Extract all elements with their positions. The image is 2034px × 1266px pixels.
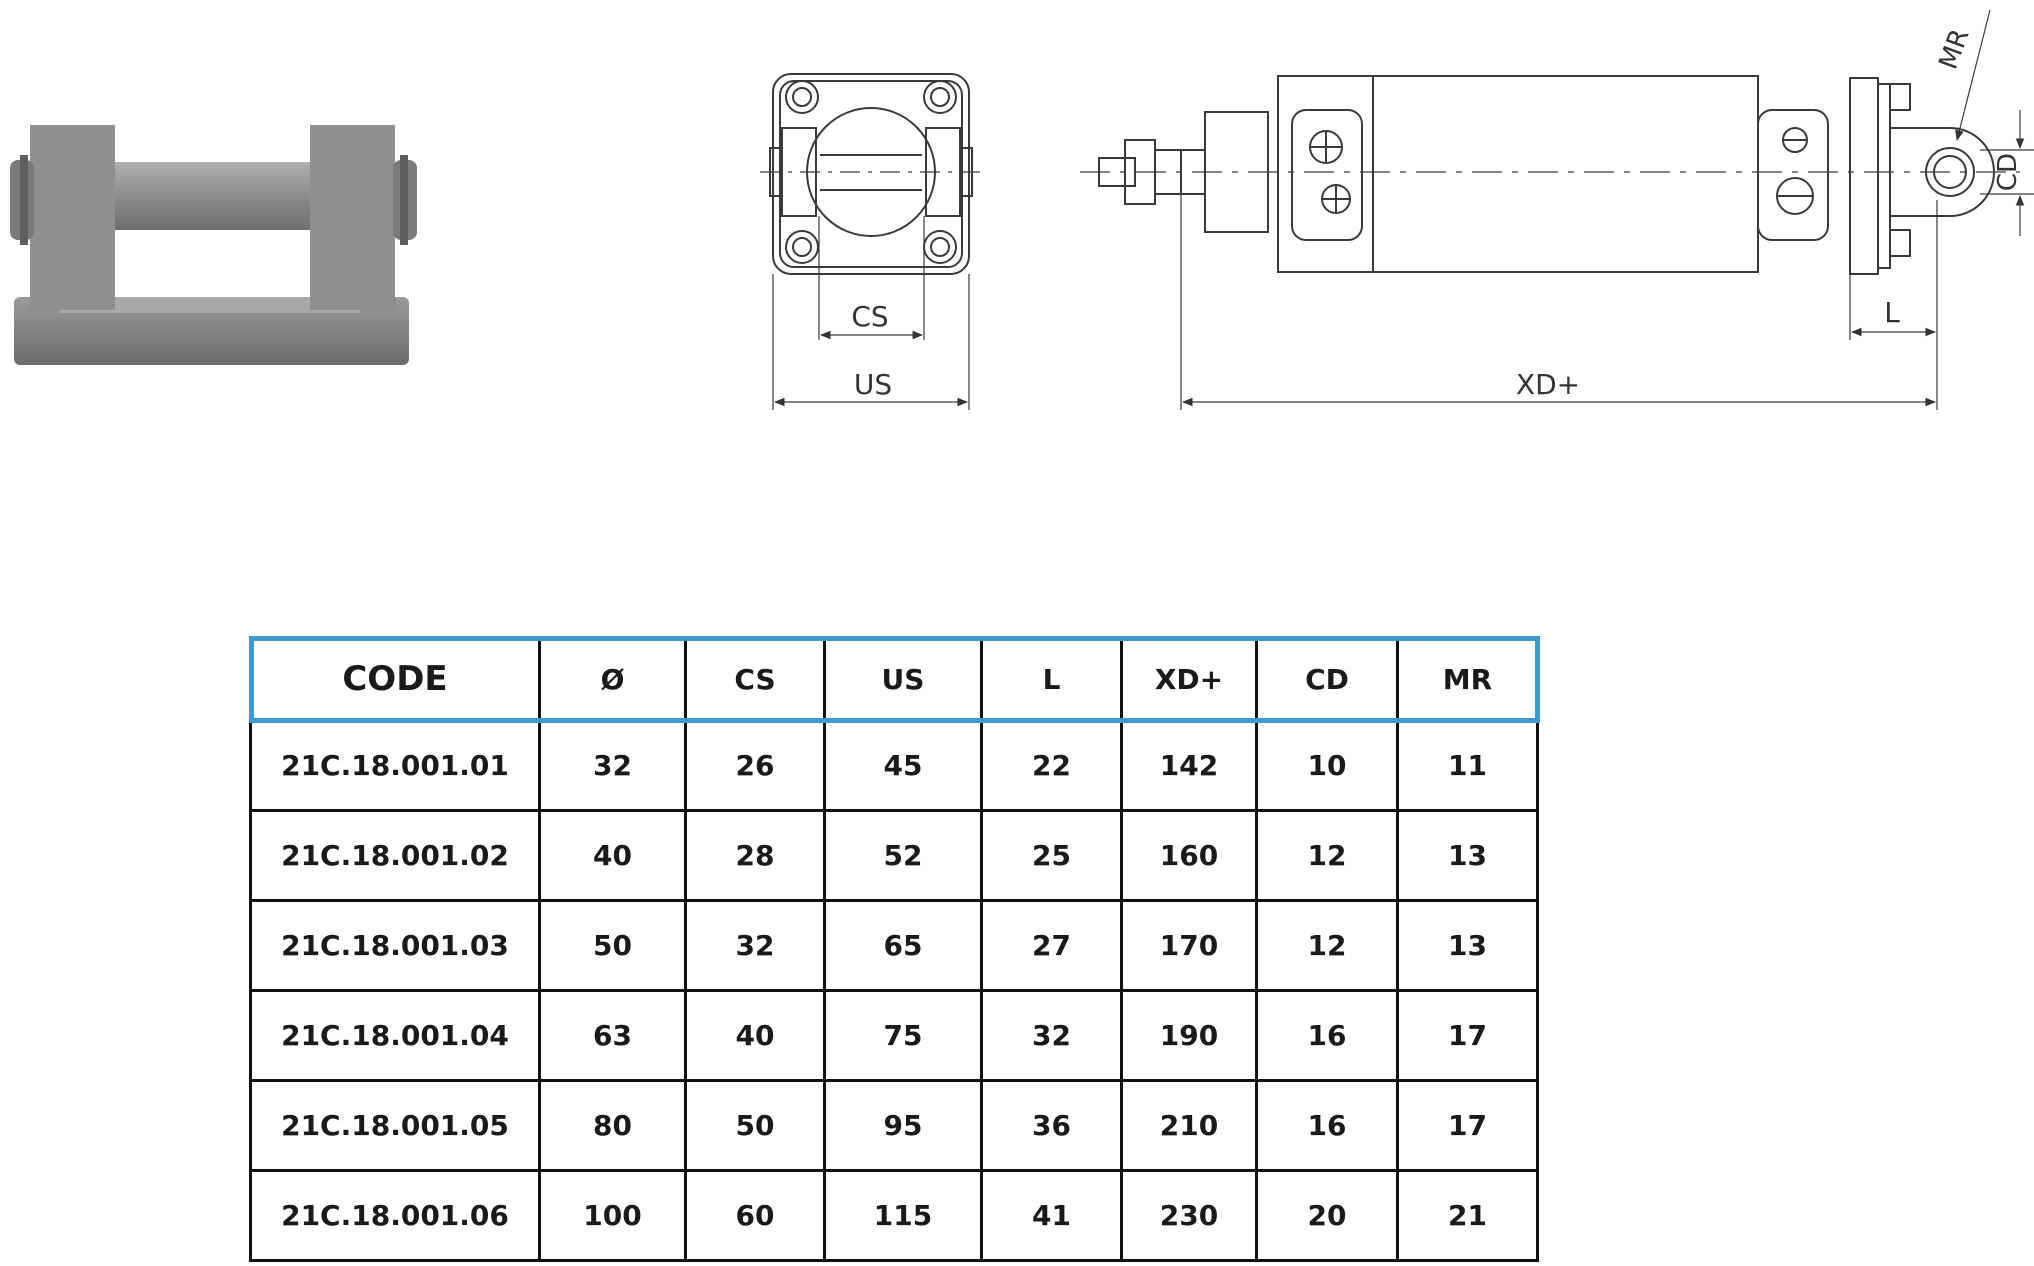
cell-cd: 20 — [1255, 1169, 1399, 1262]
cell-mr: 11 — [1396, 719, 1539, 812]
cell-code: 21C.18.001.01 — [249, 719, 541, 812]
table-row: 21C.18.001.06 100 60 115 41 230 20 21 — [249, 1169, 1539, 1262]
cell-mr: 21 — [1396, 1169, 1539, 1262]
table-row: 21C.18.001.04 63 40 75 32 190 16 17 — [249, 989, 1539, 1082]
cell-diameter: 32 — [538, 719, 687, 812]
side-view-cylinder-icon — [1080, 9, 2034, 410]
cell-us: 75 — [823, 989, 983, 1082]
dim-l-label: L — [1884, 296, 1900, 329]
clevis-render-icon — [10, 125, 417, 365]
cell-cs: 50 — [684, 1079, 826, 1172]
cell-us: 45 — [823, 719, 983, 812]
table-row: 21C.18.001.03 50 32 65 27 170 12 13 — [249, 899, 1539, 992]
cell-code: 21C.18.001.02 — [249, 809, 541, 902]
header-xd: XD+ — [1120, 636, 1258, 722]
cell-us: 52 — [823, 809, 983, 902]
cell-cs: 40 — [684, 989, 826, 1082]
cell-diameter: 50 — [538, 899, 687, 992]
cell-us: 95 — [823, 1079, 983, 1172]
cell-cd: 12 — [1255, 899, 1399, 992]
cell-diameter: 100 — [538, 1169, 687, 1262]
cell-l: 32 — [980, 989, 1123, 1082]
dim-xd-label: XD+ — [1516, 368, 1580, 401]
table-header-row: CODE Ø CS US L XD+ CD MR — [248, 635, 1540, 723]
header-diameter: Ø — [538, 636, 687, 722]
cell-mr: 17 — [1396, 1079, 1539, 1172]
cell-l: 41 — [980, 1169, 1123, 1262]
cell-cd: 12 — [1255, 809, 1399, 902]
dim-cs-label: CS — [851, 300, 888, 333]
cell-cd: 16 — [1255, 989, 1399, 1082]
dim-cd-label: CD — [1993, 153, 2023, 191]
cell-l: 22 — [980, 719, 1123, 812]
cell-us: 65 — [823, 899, 983, 992]
cell-cs: 32 — [684, 899, 826, 992]
cell-cd: 16 — [1255, 1079, 1399, 1172]
header-l: L — [980, 636, 1123, 722]
cell-xd: 230 — [1120, 1169, 1258, 1262]
header-cd: CD — [1255, 636, 1399, 722]
cell-cs: 60 — [684, 1169, 826, 1262]
cell-cs: 28 — [684, 809, 826, 902]
spec-table: CODE Ø CS US L XD+ CD MR 21C.18.001.01 3… — [248, 635, 1540, 1262]
cell-xd: 210 — [1120, 1079, 1258, 1172]
cell-code: 21C.18.001.03 — [249, 899, 541, 992]
cell-code: 21C.18.001.05 — [249, 1079, 541, 1172]
cell-mr: 13 — [1396, 809, 1539, 902]
front-view-flange-icon — [760, 73, 985, 410]
cell-xd: 142 — [1120, 719, 1258, 812]
cell-diameter: 63 — [538, 989, 687, 1082]
table-row: 21C.18.001.01 32 26 45 22 142 10 11 — [249, 719, 1539, 812]
cell-l: 25 — [980, 809, 1123, 902]
header-code: CODE — [249, 636, 541, 722]
cell-xd: 160 — [1120, 809, 1258, 902]
dim-mr-label: MR — [1933, 25, 1975, 73]
header-us: US — [823, 636, 983, 722]
cell-us: 115 — [823, 1169, 983, 1262]
technical-drawing: CS US — [10, 9, 2034, 410]
cell-code: 21C.18.001.06 — [249, 1169, 541, 1262]
cell-mr: 13 — [1396, 899, 1539, 992]
table-row: 21C.18.001.02 40 28 52 25 160 12 13 — [249, 809, 1539, 902]
cell-xd: 170 — [1120, 899, 1258, 992]
cell-code: 21C.18.001.04 — [249, 989, 541, 1082]
cell-mr: 17 — [1396, 989, 1539, 1082]
cell-l: 27 — [980, 899, 1123, 992]
cell-cd: 10 — [1255, 719, 1399, 812]
dim-us-label: US — [854, 368, 892, 401]
header-cs: CS — [684, 636, 826, 722]
cell-l: 36 — [980, 1079, 1123, 1172]
header-mr: MR — [1396, 636, 1539, 722]
cell-diameter: 80 — [538, 1079, 687, 1172]
cell-cs: 26 — [684, 719, 826, 812]
cell-diameter: 40 — [538, 809, 687, 902]
table-row: 21C.18.001.05 80 50 95 36 210 16 17 — [249, 1079, 1539, 1172]
cell-xd: 190 — [1120, 989, 1258, 1082]
